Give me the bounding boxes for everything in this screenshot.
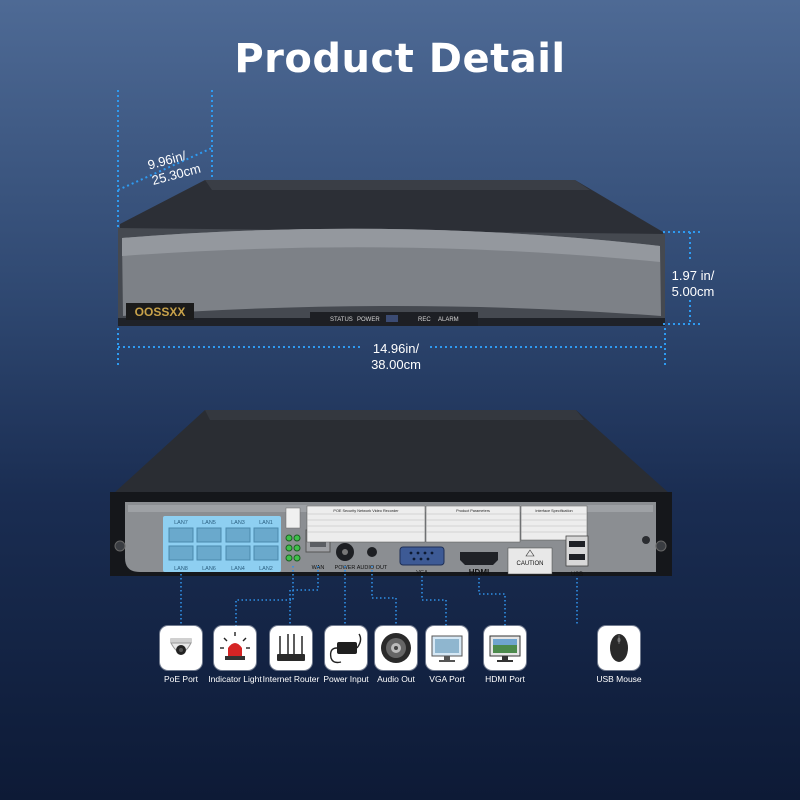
- usb-label: USB: [571, 572, 583, 578]
- lan3-label: LAN3: [231, 520, 245, 526]
- power-input-card: [325, 626, 367, 670]
- hdmi-port-label: HDMI Port: [485, 674, 525, 684]
- height-in: 1.97 in/: [671, 268, 715, 283]
- lan7-label: LAN7: [174, 520, 188, 526]
- height-dimension: 1.97 in/ 5.00cm: [662, 268, 724, 300]
- hdmi-label: HDMI: [469, 568, 489, 577]
- lan1-label: LAN1: [259, 520, 273, 526]
- spec-title-parameters: Product Parameters: [456, 509, 490, 513]
- indicator-light-card: [214, 626, 256, 670]
- brand-logo: OOSSXX: [135, 305, 186, 319]
- hdmi-port-card: [484, 626, 526, 670]
- vga-port-label: VGA Port: [429, 674, 465, 684]
- indicator-light-label: Indicator Light: [208, 674, 262, 684]
- usb-mouse-card: [598, 626, 640, 670]
- lan6-label: LAN6: [202, 566, 216, 572]
- vga-port-card: [426, 626, 468, 670]
- lan-ports: [168, 527, 279, 561]
- page-title: Product Detail: [234, 36, 566, 82]
- spec-title-interface: Interface Specification: [535, 509, 572, 513]
- caution-label: CAUTION: [517, 561, 544, 567]
- indicator-rec: REC: [418, 317, 431, 323]
- audio-out-card: [375, 626, 417, 670]
- callout-lines: [180, 566, 578, 626]
- router-icon: [277, 634, 305, 661]
- indicator-power: POWER: [357, 317, 380, 323]
- speaker-icon: [381, 633, 411, 663]
- alarm-light-icon: [220, 632, 250, 660]
- indicator-leds: [285, 534, 301, 562]
- audio-out-label-card: Audio Out: [377, 674, 415, 684]
- power-input-label: Power Input: [323, 674, 369, 684]
- lan5-label: LAN5: [202, 520, 216, 526]
- internet-router-label: Internet Router: [262, 674, 320, 684]
- dome-camera-icon: [170, 638, 192, 655]
- poe-port-card: [160, 626, 202, 670]
- power-adapter-icon: [329, 633, 362, 664]
- width-in: 14.96in/: [372, 341, 420, 356]
- indicator-status: STATUS: [330, 317, 353, 323]
- hdmi-monitor-icon: [489, 635, 521, 662]
- indicator-alarm: ALARM: [438, 317, 459, 323]
- audio-out-label: AUDIO OUT: [357, 565, 388, 571]
- poe-port-label: PoE Port: [163, 674, 199, 684]
- vga-label: VGA: [416, 570, 428, 576]
- width-cm: 38.00cm: [371, 357, 421, 372]
- lan4-label: LAN4: [231, 566, 245, 572]
- lan2-label: LAN2: [259, 566, 273, 572]
- spec-title-nvr: POE Security Network Video Recorder: [333, 509, 399, 513]
- usb-mouse-label: USB Mouse: [596, 674, 642, 684]
- lan8-label: LAN8: [174, 566, 188, 572]
- wan-label: WAN: [312, 565, 325, 571]
- width-dimension: 14.96in/ 38.00cm: [356, 341, 436, 373]
- height-cm: 5.00cm: [671, 284, 715, 299]
- vga-monitor-icon: [431, 635, 463, 662]
- mouse-icon: [610, 634, 628, 662]
- internet-router-card: [270, 626, 312, 670]
- power-label: POWER: [335, 565, 356, 571]
